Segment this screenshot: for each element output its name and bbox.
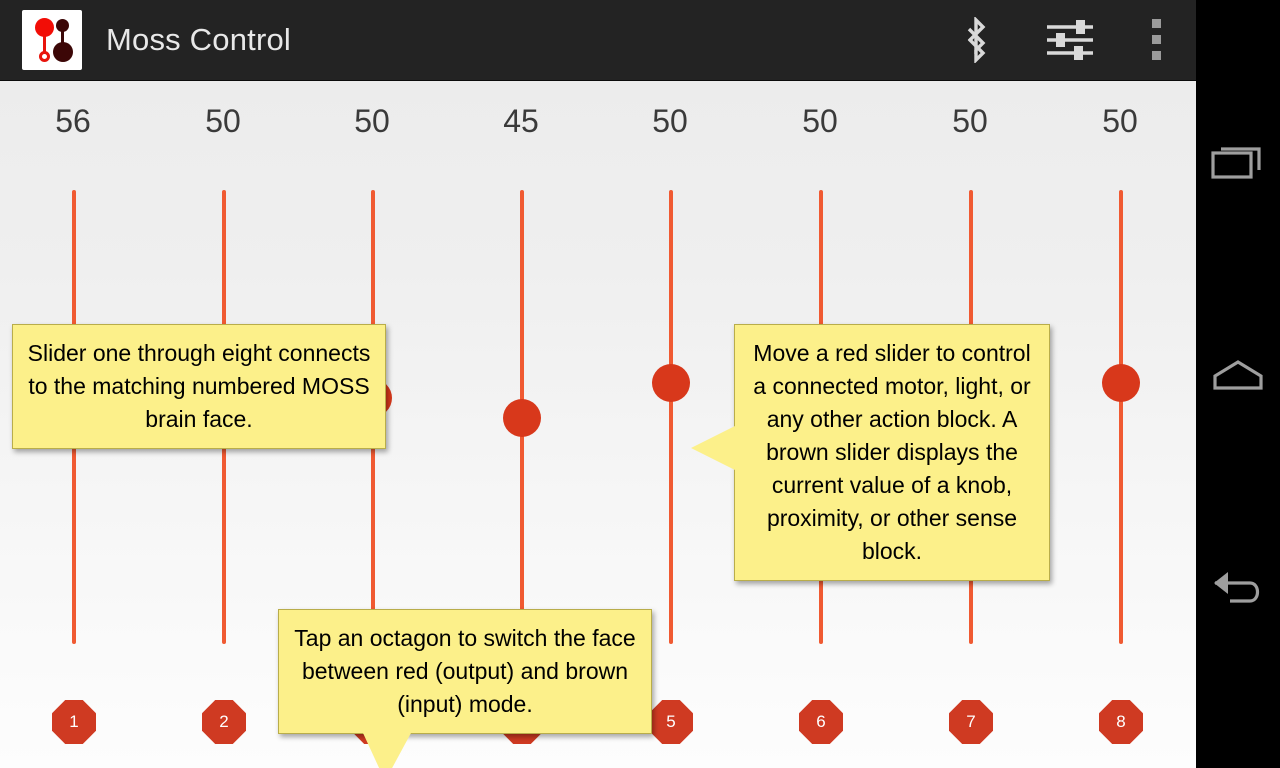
slider-column-8: 50 8 [1045, 81, 1195, 768]
android-nav-bar [1196, 0, 1280, 768]
slider-value-3: 50 [354, 103, 390, 139]
face-octagon-6[interactable]: 6 [799, 700, 843, 744]
face-octagon-8[interactable]: 8 [1099, 700, 1143, 744]
callout-slider-modes: Move a red slider to control a connected… [691, 324, 1050, 581]
slider-value-8: 50 [1102, 103, 1138, 139]
slider-grid: 56 1 50 2 50 3 45 [0, 81, 1196, 768]
app-logo-icon [22, 10, 82, 70]
action-bar: Moss Control [0, 0, 1196, 81]
slider-value-2: 50 [205, 103, 241, 139]
overflow-menu-icon[interactable] [1118, 0, 1196, 81]
recents-icon[interactable] [1196, 112, 1280, 212]
back-icon[interactable] [1196, 538, 1280, 638]
face-octagon-2[interactable]: 2 [202, 700, 246, 744]
phone-viewport: Moss Control [0, 0, 1196, 768]
action-bar-buttons [930, 0, 1196, 80]
slider-column-5: 50 5 [595, 81, 745, 768]
slider-value-5: 50 [652, 103, 688, 139]
face-octagon-1[interactable]: 1 [52, 700, 96, 744]
callout-octagon-toggle: Tap an octagon to switch the face betwee… [278, 609, 652, 768]
face-octagon-7[interactable]: 7 [949, 700, 993, 744]
bluetooth-icon[interactable] [930, 0, 1022, 81]
callout-slider-modes-text: Move a red slider to control a connected… [753, 340, 1031, 564]
slider-track-8[interactable] [1119, 190, 1123, 644]
callout-octagon-toggle-text: Tap an octagon to switch the face betwee… [294, 625, 636, 717]
home-icon[interactable] [1196, 326, 1280, 426]
app-title: Moss Control [106, 22, 292, 57]
settings-sliders-icon[interactable] [1022, 0, 1118, 81]
slider-thumb-4[interactable] [503, 399, 541, 437]
slider-thumb-5[interactable] [652, 364, 690, 402]
slider-value-4: 45 [503, 103, 539, 139]
slider-value-1: 56 [55, 103, 91, 139]
slider-value-7: 50 [952, 103, 988, 139]
callout-slider-numbering: Slider one through eight connects to the… [12, 324, 386, 449]
face-octagon-5[interactable]: 5 [649, 700, 693, 744]
slider-value-6: 50 [802, 103, 838, 139]
slider-thumb-8[interactable] [1102, 364, 1140, 402]
slider-track-5[interactable] [669, 190, 673, 644]
